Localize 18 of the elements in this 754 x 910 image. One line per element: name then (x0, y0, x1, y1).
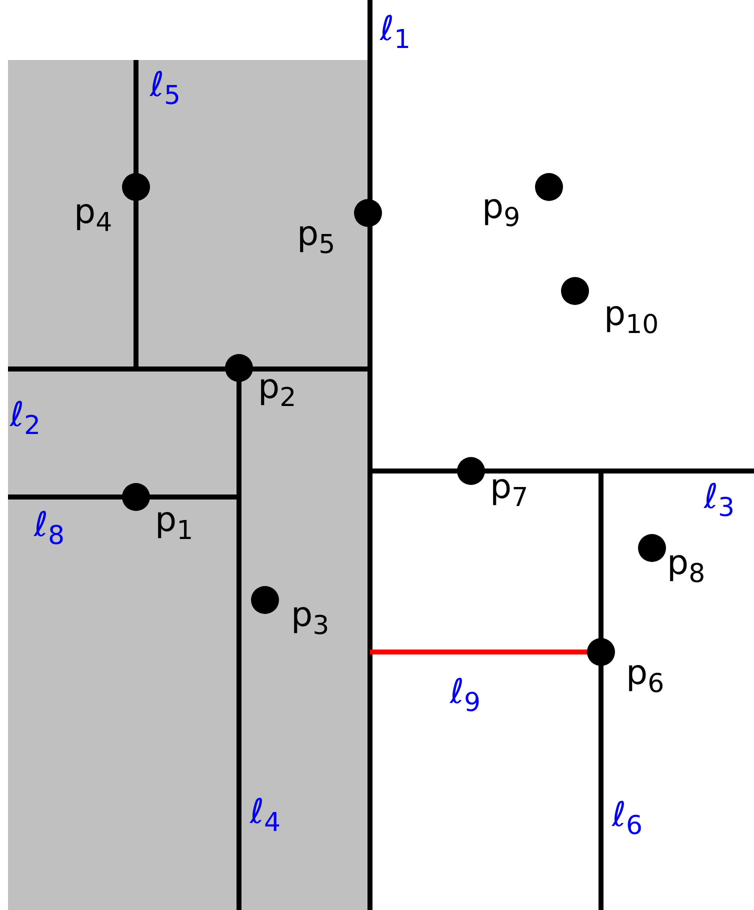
point-label: p$_{4}$ (74, 195, 112, 236)
line-label: ℓ$_{1}$ (380, 12, 411, 53)
line-label: ℓ$_{5}$ (150, 68, 181, 109)
point-label: p$_{10}$ (604, 297, 659, 338)
line-label: ℓ$_{8}$ (34, 508, 65, 549)
line-label: ℓ$_{4}$ (250, 795, 281, 836)
point-label: p$_{7}$ (490, 470, 528, 511)
line-label: ℓ$_{6}$ (612, 798, 643, 839)
point-label: p$_{8}$ (667, 546, 706, 587)
point-label: p$_{3}$ (291, 598, 330, 639)
line-label: ℓ$_{2}$ (10, 398, 41, 439)
point-label: p$_{1}$ (155, 503, 194, 544)
line-label: ℓ$_{3}$ (704, 480, 735, 521)
point-label: p$_{9}$ (482, 190, 520, 231)
point-label: p$_{5}$ (297, 217, 336, 258)
line-label: ℓ$_{9}$ (450, 675, 481, 716)
point-label: p$_{2}$ (258, 370, 296, 411)
point-label: p$_{6}$ (626, 656, 664, 697)
